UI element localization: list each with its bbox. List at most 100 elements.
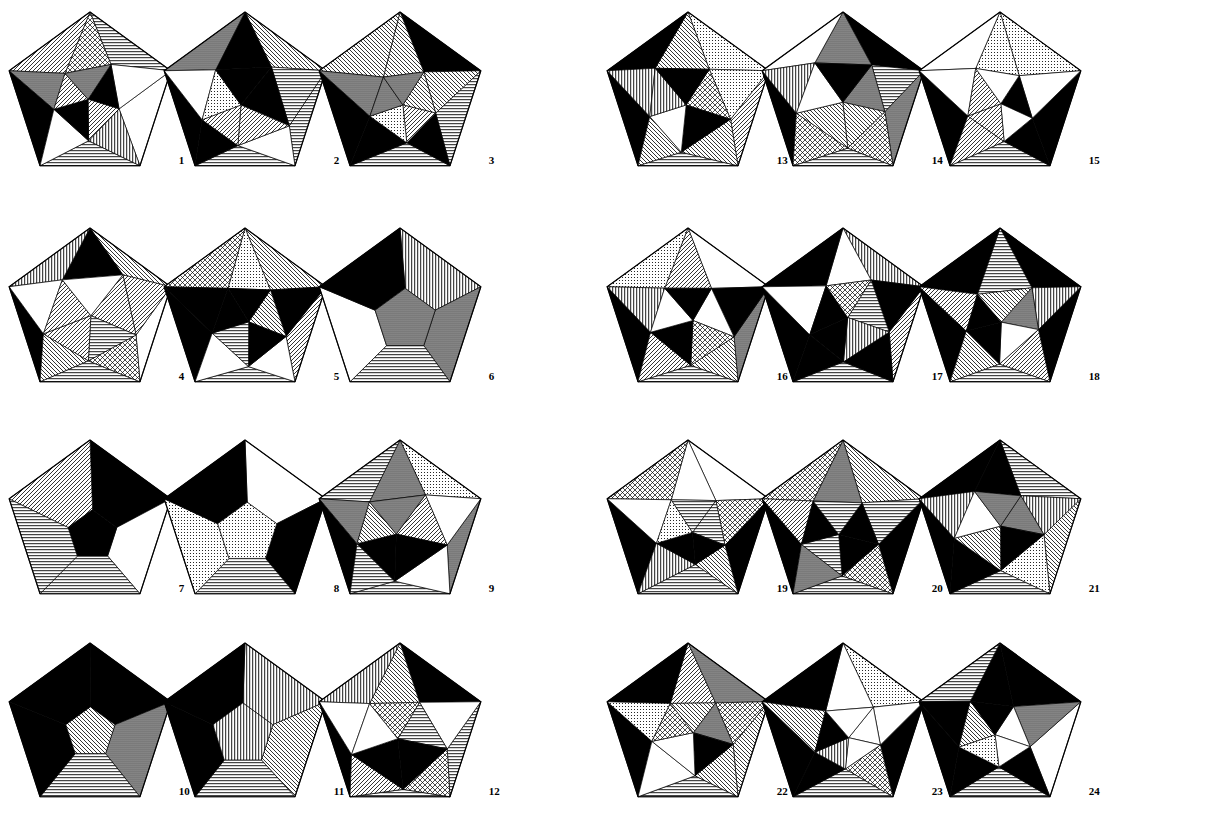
pentagon-facet [111,64,171,108]
pentagon-figure [319,440,481,594]
figure-number: 15 [1089,155,1100,166]
figure-number: 21 [1089,583,1100,594]
pentagon-facet [919,228,1000,294]
pentagon-facet [839,534,879,575]
pentagon-facet [65,64,111,99]
pentagon-figure [607,228,769,382]
pentagon-facet [970,701,1013,734]
pentagon-facet [813,501,862,534]
pentagon-facet [375,288,435,345]
figure-number: 6 [489,371,495,382]
pentagon-facet [248,322,286,367]
pentagon-figure [9,643,171,797]
pentagon-facet [693,733,733,776]
pentagon-figure [9,12,171,166]
pentagon-figure [919,12,1081,166]
pentagon-facet [213,703,273,760]
pentagon-outline [607,228,769,382]
pentagon-facet [369,495,425,534]
pentagon-facet [319,12,400,77]
pentagon-outline [164,643,326,797]
pentagon-figure [762,228,924,382]
pentagon-facet [88,316,136,361]
pentagon-facet [843,317,889,361]
pentagon-figure [9,228,171,382]
pentagon-facet [1000,322,1039,364]
pentagon-outline [762,12,924,166]
pentagon-facet [395,534,447,581]
pentagon-outline [319,440,481,594]
pentagon-outline [919,12,1081,166]
pentagon-facet [671,500,716,533]
pentagon-figure [319,12,481,166]
pentagon-facet [692,532,725,564]
pentagon-facet [66,707,115,754]
pentagon-outline [9,12,171,166]
pentagon-outline [9,643,171,797]
figure-number: 14 [932,155,943,166]
pentagon-facet [398,739,447,790]
figure-number: 19 [777,583,788,594]
pentagon-facet [977,288,1032,322]
figure-number: 4 [179,371,185,382]
pentagon-facet [238,105,289,146]
pentagon-facet [681,105,730,152]
pentagon-facet [670,703,715,733]
pentagon-outline [164,228,326,382]
pentagon-figure [164,228,326,382]
figure-number: 20 [932,583,943,594]
pentagon-facet [995,735,1030,767]
pentagon-figure [319,643,481,797]
figure-number: 16 [777,371,788,382]
pentagon-figure [919,643,1081,797]
pentagon-facet [1001,104,1032,142]
pentagon-figure [164,643,326,797]
pentagon-outline [607,643,769,797]
pentagon-facet [975,491,1021,526]
pentagon-facet [655,68,709,105]
pentagon-facet [68,510,117,556]
pentagon-facet [9,643,90,725]
pentagon-figure [319,228,481,382]
pentagon-figure [607,643,769,797]
figure-number: 12 [489,786,500,797]
pentagon-facet [665,288,712,320]
pentagon-facet [976,68,1019,103]
pentagon-facet [845,738,880,769]
pentagon-facet [762,702,825,753]
pentagon-facet [9,440,92,527]
pentagon-outline [164,440,326,594]
pentagon-outline [919,228,1081,382]
figure-number: 23 [932,786,943,797]
figure-number: 8 [334,583,340,594]
pentagon-facet [826,707,874,738]
figure-number: 13 [777,155,788,166]
pentagon-outline [319,643,481,797]
figure-number: 22 [777,786,788,797]
pentagon-facet [691,320,734,365]
figure-number: 10 [179,786,190,797]
pentagon-figure [762,12,924,166]
pentagon-facet [762,643,843,711]
pentagon-outline [919,440,1081,594]
pentagon-facet [370,702,420,738]
pentagon-outline [762,440,924,594]
figure-number: 7 [179,583,185,594]
pentagon-outline [762,643,924,797]
pentagon-outline [9,228,171,382]
figure-number: 18 [1089,371,1100,382]
pentagon-facet [403,105,436,143]
pentagon-figure [164,440,326,594]
pentagon-outline [319,12,481,166]
figure-number: 1 [179,155,185,166]
pentagon-figure [9,440,171,594]
pentagon-outline [919,643,1081,797]
pentagon-figure [607,12,769,166]
pentagon-facet [216,67,272,105]
pentagon-figure [919,228,1081,382]
figure-number: 5 [334,371,340,382]
pentagon-facet [88,99,119,140]
pentagon-facet [826,280,871,317]
